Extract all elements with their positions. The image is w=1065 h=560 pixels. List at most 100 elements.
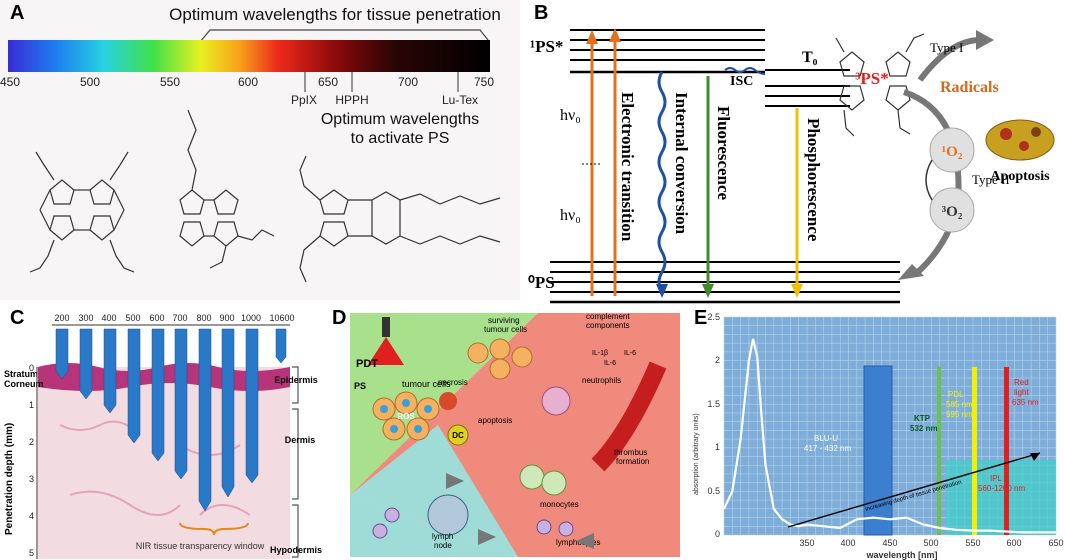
svg-text:600: 600: [149, 313, 164, 323]
svg-text:650: 650: [1048, 538, 1063, 548]
panel-a: A Optimum wavelengths for tissue penetra…: [0, 0, 520, 300]
red-line: [1004, 367, 1009, 535]
panel-c: C 200 300 400 500 600 700 800 900 1000 1…: [0, 305, 328, 560]
spectrum-bar: [8, 40, 490, 72]
activate-line1: Optimum wavelengths: [321, 111, 479, 128]
pdl-wl2: 595 nm: [946, 410, 973, 419]
hv-bottom: hν₀: [560, 207, 581, 224]
e-ylabel: absorption (arbitrary units): [693, 413, 700, 495]
tick-500: 500: [80, 75, 100, 89]
necrosis-label: necrosis: [438, 378, 468, 387]
svg-text:0: 0: [29, 363, 34, 373]
activate-line2: to activate PS: [351, 130, 450, 147]
svg-text:500: 500: [125, 313, 140, 323]
blu-name: BLU-U: [814, 434, 838, 443]
isc-label: ISC: [730, 74, 753, 89]
panel-c-top-ticks: 200 300 400 500 600 700 800 900 1000 106…: [54, 313, 294, 323]
e-xticks: 350 400 450 500 550 600 650: [799, 538, 1063, 548]
apoptosis-d-label: apoptosis: [478, 416, 512, 425]
red-line1: Red: [1014, 378, 1029, 387]
label-internal: Internal conversion: [672, 92, 691, 235]
svg-text:500: 500: [923, 538, 938, 548]
marker-ppix: PpIX: [291, 93, 317, 107]
svg-text:2: 2: [29, 437, 34, 447]
tick-750: 750: [474, 75, 494, 89]
molecule-lutex: [299, 155, 501, 283]
panel-c-figure: 200 300 400 500 600 700 800 900 1000 106…: [4, 313, 322, 559]
tick-650: 650: [318, 75, 338, 89]
type2-label: Type II: [972, 172, 1010, 187]
label-fluorescence: Fluorescence: [714, 106, 733, 201]
c-yticks: 0 1 2 3 4 5: [29, 363, 34, 558]
panel-d: D PDT PS tumour cells ROS surviving tumo…: [328, 305, 688, 560]
svg-text:300: 300: [78, 313, 93, 323]
complement-line2: components: [586, 321, 630, 330]
tumour-cells-label: tumour cells: [402, 379, 451, 389]
stratum-line1: Stratum: [4, 369, 38, 379]
tick-700: 700: [398, 75, 418, 89]
il6-label: IL-6: [624, 350, 636, 357]
svg-text:400: 400: [840, 538, 855, 548]
internal-conversion-arrow: [657, 71, 667, 293]
red-line2: light: [1014, 388, 1029, 397]
molecule-hpph: [179, 109, 275, 269]
surviving-line2: tumour cells: [484, 325, 527, 334]
o2-singlet: ¹O₂: [942, 144, 963, 160]
label-phosphorescence: Phosphorescence: [804, 118, 823, 242]
svg-text:1000: 1000: [241, 313, 261, 323]
panel-d-label: D: [332, 307, 347, 329]
ps-label: PS: [354, 381, 366, 391]
radicals-label: Radicals: [940, 79, 999, 96]
marker-lutex: Lu-Tex: [442, 93, 478, 107]
apoptosis-cell-icon: [985, 119, 1055, 161]
pdl-line: [972, 367, 977, 535]
svg-text:350: 350: [799, 538, 814, 548]
ipl-name: IPL: [990, 474, 1003, 483]
panel-e: E increasing depth of tissue penetration…: [688, 305, 1065, 560]
label-electronic: Electronic transition: [618, 92, 637, 242]
svg-text:800: 800: [196, 313, 211, 323]
o2-triplet: ³O₂: [942, 204, 963, 220]
svg-text:2.5: 2.5: [707, 312, 720, 322]
molecule-ppix: [29, 151, 135, 273]
pdl-wl1: 585 nm: [946, 400, 973, 409]
absorption-chart: increasing depth of tissue penetration B…: [693, 312, 1064, 560]
ktp-wl: 532 nm: [910, 424, 938, 433]
svg-text:3: 3: [29, 474, 34, 484]
thrombus-line2: formation: [616, 457, 649, 466]
panel-a-label: A: [10, 2, 25, 24]
svg-text:1.5: 1.5: [707, 399, 720, 409]
c-ylabel: Penetration depth (mm): [4, 423, 15, 535]
svg-text:450: 450: [882, 538, 897, 548]
marker-hpph: HPPH: [335, 93, 368, 107]
ktp-line: [937, 367, 941, 535]
tick-600: 600: [238, 75, 258, 89]
svg-text:550: 550: [965, 538, 980, 548]
il6b-label: IL-6: [604, 360, 616, 367]
blu-range: 417 - 432 nm: [804, 444, 851, 453]
panel-c-label: C: [10, 307, 25, 329]
stratum-line2: Corneum: [4, 379, 44, 389]
apoptosis-label: Apoptosis: [990, 169, 1050, 184]
surviving-line1: surviving: [488, 316, 520, 325]
epidermis-label: Epidermis: [274, 375, 318, 385]
svg-text:10600: 10600: [269, 313, 294, 323]
dermis-label: Dermis: [285, 435, 316, 445]
absorption-curve: [723, 338, 1056, 534]
svg-text:1: 1: [715, 442, 720, 452]
panel-a-ticks: 450 500 550 600 650 700 750: [0, 75, 494, 89]
level-ps0: ⁰PS: [528, 273, 555, 292]
hypodermis-label: Hypodermis: [270, 545, 322, 555]
panel-e-label: E: [694, 307, 708, 329]
svg-text:4: 4: [29, 511, 34, 521]
blu-band: [863, 365, 893, 536]
svg-text:5: 5: [29, 548, 34, 558]
svg-text:2: 2: [715, 355, 720, 365]
svg-text:600: 600: [1006, 538, 1021, 548]
panel-b-label: B: [534, 2, 549, 24]
ps-triplet-molecule: [835, 33, 925, 137]
e-xlabel: wavelength [nm]: [865, 550, 937, 560]
type1-label: Type I: [930, 40, 963, 55]
ipl-range: 560-1200 nm: [978, 484, 1025, 493]
level-t0: T₀: [802, 49, 818, 66]
